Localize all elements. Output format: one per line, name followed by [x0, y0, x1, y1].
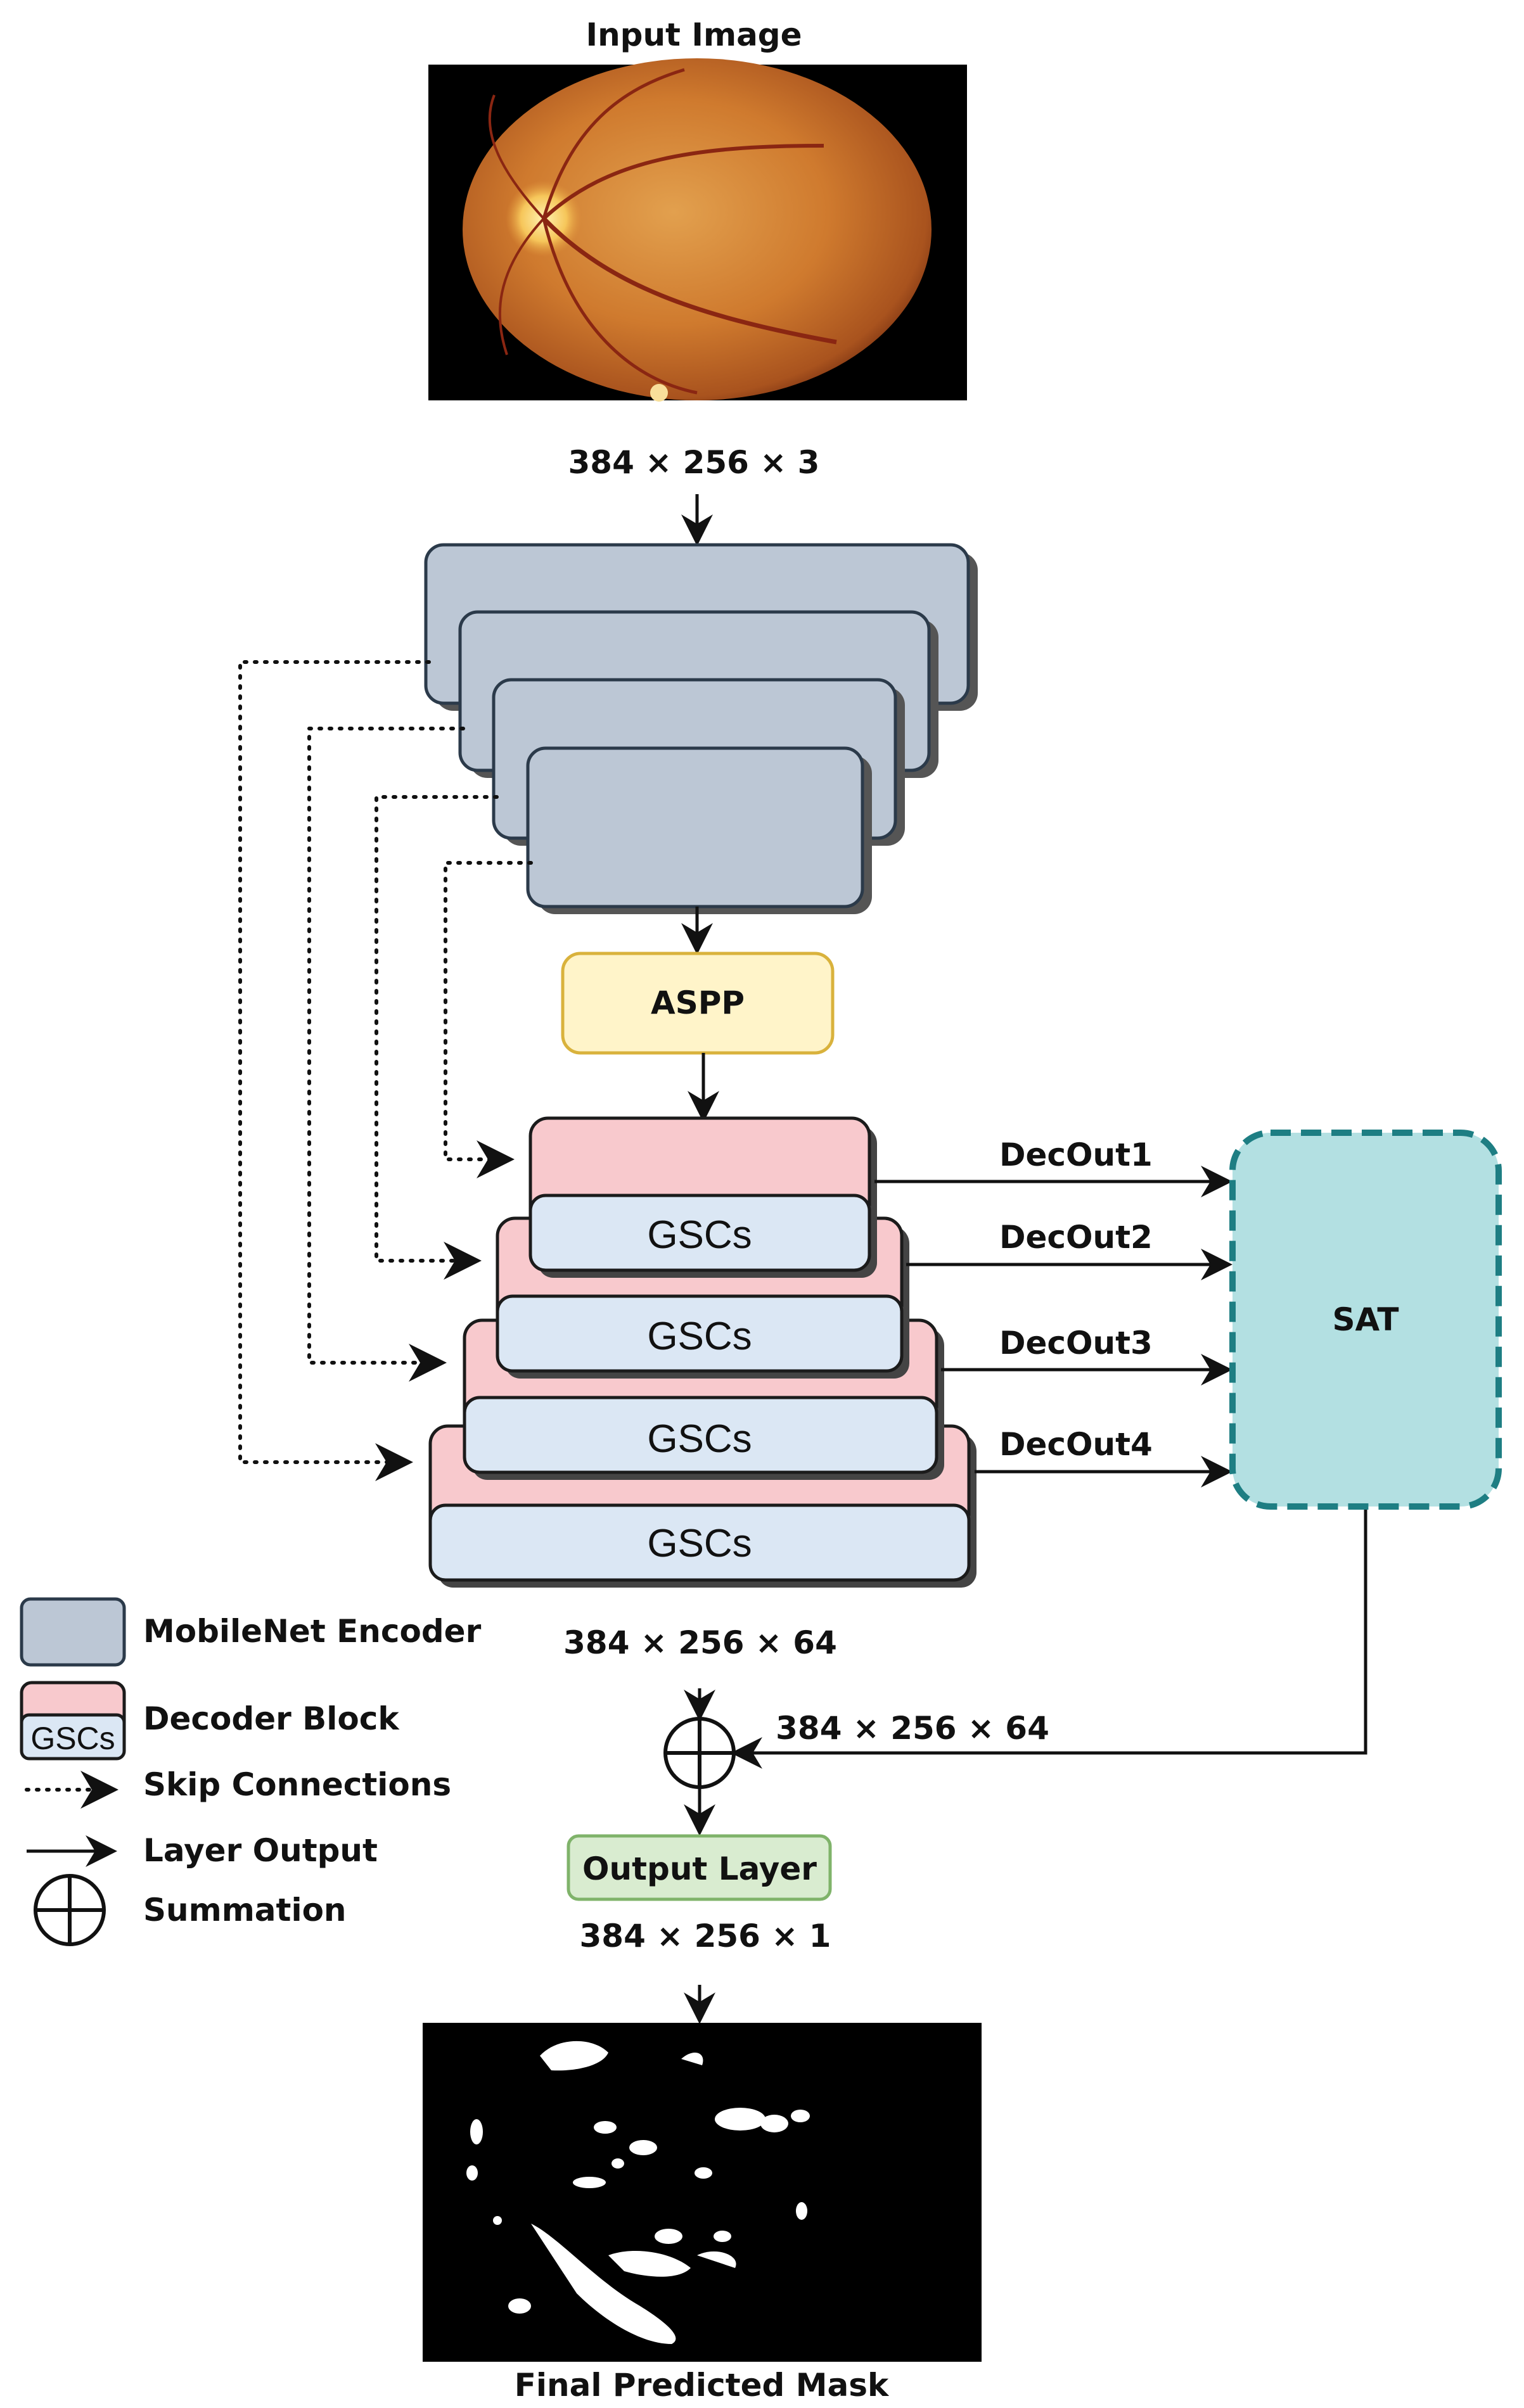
- output-dims-label: 384 × 256 × 1: [580, 1918, 831, 1954]
- skip-connection-4: [238, 660, 431, 1481]
- sat-block: [1229, 1130, 1502, 1510]
- summation-node: [663, 1717, 736, 1789]
- legend-summation-label: Summation: [143, 1892, 347, 1928]
- gsc-label-3: GSCs: [647, 1417, 752, 1461]
- decoder-dims-label: 384 × 256 × 64: [563, 1624, 837, 1661]
- input-dims-label: 384 × 256 × 3: [568, 444, 820, 481]
- legend-encoder-label: MobileNet Encoder: [143, 1613, 482, 1650]
- final-predicted-mask-image: [423, 2023, 982, 2362]
- final-mask-title: Final Predicted Mask: [515, 2367, 890, 2404]
- legend-gsc-label: GSCs: [30, 1721, 115, 1756]
- output-layer-label: Output Layer: [582, 1851, 817, 1887]
- legend-decoder-label: Decoder Block: [143, 1700, 400, 1737]
- decout1-label: DecOut1: [999, 1137, 1153, 1173]
- gsc-label-2: GSCs: [647, 1315, 752, 1358]
- legend-summation-icon: [34, 1874, 106, 1946]
- gsc-label-1: GSCs: [647, 1213, 752, 1257]
- legend: MobileNet Encoder GSCs Decoder Block Ski…: [20, 1597, 482, 1946]
- skip-connection-1: [444, 861, 533, 1178]
- aspp-label: ASPP: [651, 984, 745, 1021]
- aspp-block: [561, 952, 835, 1055]
- decout4-label: DecOut4: [999, 1426, 1153, 1463]
- skip-connection-2: [375, 795, 499, 1280]
- skip-connection-3: [307, 727, 465, 1382]
- mobilenet-encoder: [424, 543, 978, 914]
- input-image-title: Input Image: [586, 16, 802, 53]
- legend-layer-output-label: Layer Output: [143, 1832, 378, 1869]
- legend-encoder-swatch: [20, 1597, 126, 1667]
- decoder-block-1: [528, 1116, 877, 1278]
- skip-connections: [238, 660, 533, 1481]
- sat-dims-label: 384 × 256 × 64: [776, 1710, 1049, 1747]
- input-fundus-image: [428, 58, 967, 402]
- decout3-label: DecOut3: [999, 1325, 1153, 1361]
- gsc-label-4: GSCs: [647, 1522, 752, 1565]
- legend-skip-label: Skip Connections: [143, 1766, 451, 1803]
- output-layer-block: [567, 1834, 832, 1901]
- decout2-label: DecOut2: [999, 1219, 1153, 1256]
- arrow-sat-to-sum: [731, 1510, 1367, 1769]
- sat-label: SAT: [1333, 1301, 1399, 1338]
